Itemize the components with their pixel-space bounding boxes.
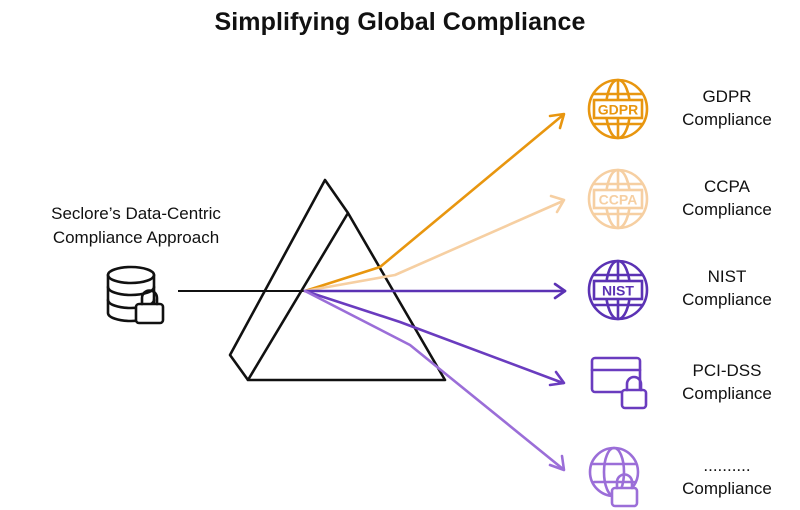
badge-ccpa: CCPA — [599, 192, 638, 208]
globe-lock-icon — [588, 446, 640, 508]
label-other-line2: Compliance — [682, 479, 772, 498]
label-nist: NIST Compliance — [666, 265, 788, 311]
label-pci-dss-line2: Compliance — [682, 384, 772, 403]
beam-nist — [303, 282, 567, 300]
globe-icon-ccpa — [587, 168, 649, 230]
beam-gdpr — [303, 112, 566, 293]
source-label-line2: Compliance Approach — [52, 228, 220, 247]
label-other-line1: .......... — [703, 456, 751, 475]
diagram-title: Simplifying Global Compliance — [214, 8, 586, 36]
label-ccpa-line1: CCPA — [704, 177, 750, 196]
label-gdpr-line1: GDPR — [702, 87, 752, 106]
label-gdpr: GDPR Compliance — [666, 85, 788, 131]
label-nist-line2: Compliance — [682, 290, 772, 309]
label-other: .......... Compliance — [666, 454, 788, 500]
globe-icon-gdpr — [587, 78, 649, 140]
label-gdpr-line2: Compliance — [682, 110, 772, 129]
label-pci-dss: PCI-DSS Compliance — [666, 359, 788, 405]
credit-card-lock-icon — [590, 356, 648, 410]
beam-pci-dss — [303, 289, 566, 387]
label-ccpa-line2: Compliance — [682, 200, 772, 219]
database-lock-icon — [106, 265, 165, 325]
label-nist-line1: NIST — [707, 267, 747, 286]
badge-nist: NIST — [602, 283, 634, 299]
beam-ccpa — [303, 194, 566, 293]
badge-gdpr: GDPR — [598, 102, 638, 118]
beam-other — [303, 289, 566, 472]
globe-icon-nist — [587, 259, 649, 321]
label-pci-dss-line1: PCI-DSS — [692, 361, 762, 380]
source-label: Seclore’s Data-Centric Compliance Approa… — [20, 202, 252, 250]
source-label-line1: Seclore’s Data-Centric — [51, 204, 221, 223]
prism — [228, 178, 447, 382]
label-ccpa: CCPA Compliance — [666, 175, 788, 221]
